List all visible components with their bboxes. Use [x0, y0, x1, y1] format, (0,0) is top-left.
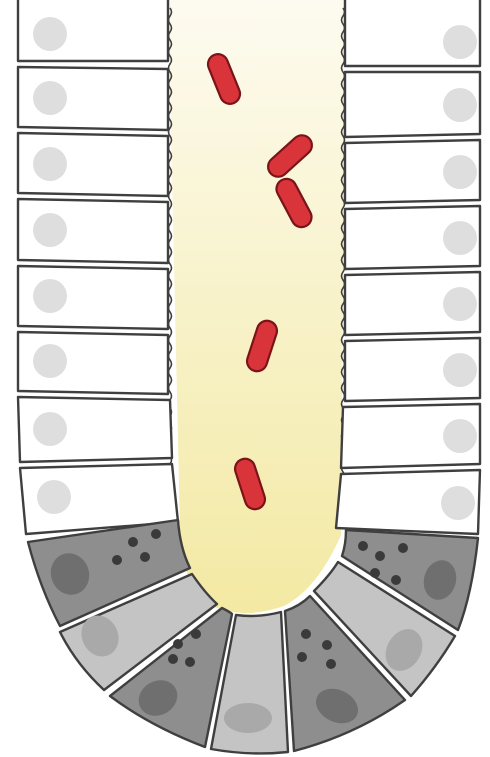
- granule: [391, 575, 401, 585]
- granule: [185, 657, 195, 667]
- enterocyte-nucleus: [37, 480, 71, 514]
- granule: [358, 541, 368, 551]
- enterocyte-nucleus: [33, 147, 67, 181]
- granule: [326, 659, 336, 669]
- granule: [375, 551, 385, 561]
- enterocyte-nucleus: [33, 81, 67, 115]
- enterocyte-nucleus: [441, 486, 475, 520]
- granule: [112, 555, 122, 565]
- enterocyte-nucleus: [443, 88, 477, 122]
- enterocyte-nucleus: [33, 412, 67, 446]
- enterocyte-nucleus: [443, 353, 477, 387]
- enterocyte-nucleus: [33, 279, 67, 313]
- enterocytes-left: [18, 0, 178, 534]
- enterocyte-nucleus: [443, 419, 477, 453]
- granule: [370, 568, 380, 578]
- stem-nucleus: [224, 703, 272, 733]
- enterocyte-nucleus: [33, 213, 67, 247]
- granule: [140, 552, 150, 562]
- granule: [398, 543, 408, 553]
- granule: [297, 652, 307, 662]
- granule: [151, 529, 161, 539]
- granule: [128, 537, 138, 547]
- enterocyte-nucleus: [443, 287, 477, 321]
- enterocyte-nucleus: [443, 25, 477, 59]
- granule: [322, 640, 332, 650]
- granule: [301, 629, 311, 639]
- enterocytes-right: [336, 0, 480, 534]
- enterocyte-nucleus: [33, 344, 67, 378]
- crypt-lumen: [168, 0, 345, 613]
- granule: [173, 639, 183, 649]
- enterocyte-nucleus: [443, 155, 477, 189]
- enterocyte-nucleus: [33, 17, 67, 51]
- granule: [168, 654, 178, 664]
- enterocyte-nucleus: [443, 221, 477, 255]
- granule: [191, 629, 201, 639]
